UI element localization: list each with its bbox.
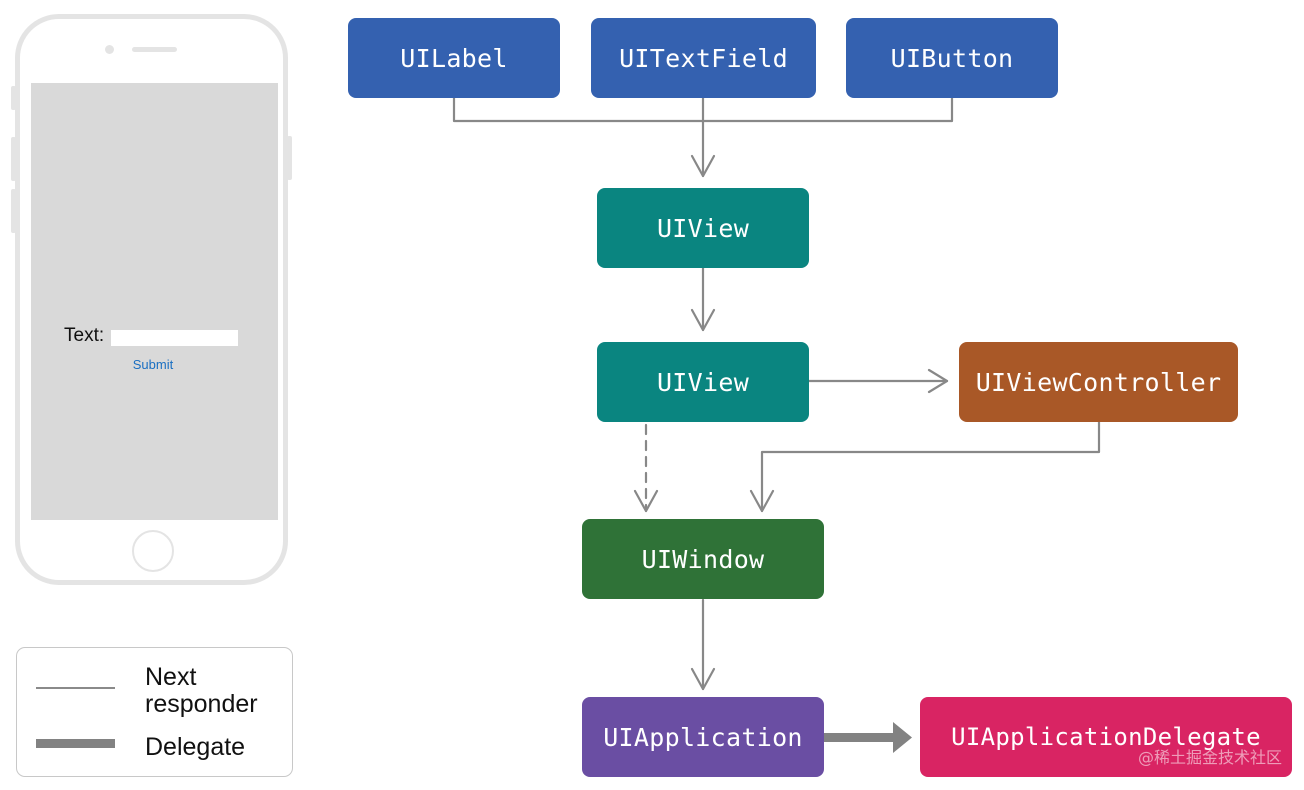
edge-uilabel-to-uiview (452, 96, 705, 123)
chevron-down-icon (690, 154, 716, 178)
node-uiapplicationdelegate: UIApplicationDelegate (920, 697, 1292, 777)
chevron-right-icon (927, 368, 949, 394)
speaker-icon (132, 47, 177, 52)
legend-delegate-label: Delegate (145, 733, 246, 761)
node-uiviewcontroller: UIViewController (959, 342, 1238, 422)
chevron-down-icon (633, 489, 659, 513)
legend-delegate-swatch (36, 739, 115, 748)
phone-volume-down (11, 189, 16, 233)
node-uiview-bottom: UIView (597, 342, 809, 422)
phone-mute-switch (11, 86, 16, 110)
node-uiwindow: UIWindow (582, 519, 824, 599)
node-uiapplication: UIApplication (582, 697, 824, 777)
phone-screen (31, 83, 278, 520)
legend-next-responder-line2: responder (145, 690, 258, 718)
legend (16, 647, 293, 777)
text-label: Text: (64, 325, 105, 346)
submit-button[interactable]: Submit (120, 357, 186, 372)
chevron-down-icon (749, 489, 775, 513)
phone-power-button (287, 136, 292, 180)
watermark: @稀土掘金技术社区 (1137, 748, 1282, 767)
node-uilabel: UILabel (348, 18, 560, 98)
camera-icon (105, 45, 114, 54)
text-field[interactable] (111, 330, 238, 346)
edge-uiviewcontroller-to-uiwindow (760, 420, 1101, 513)
arrow-right-icon (893, 722, 912, 753)
chevron-down-icon (690, 667, 716, 691)
home-button[interactable] (132, 530, 174, 572)
legend-next-responder-swatch (36, 687, 115, 689)
delegate-arrow-shaft (824, 733, 896, 742)
node-uitextfield: UITextField (591, 18, 816, 98)
chevron-down-icon (690, 308, 716, 332)
phone-volume-up (11, 137, 16, 181)
node-uiview-top: UIView (597, 188, 809, 268)
legend-next-responder-line1: Next (145, 663, 197, 691)
edge-uibutton-to-uiview (701, 96, 954, 123)
node-uibutton: UIButton (846, 18, 1058, 98)
